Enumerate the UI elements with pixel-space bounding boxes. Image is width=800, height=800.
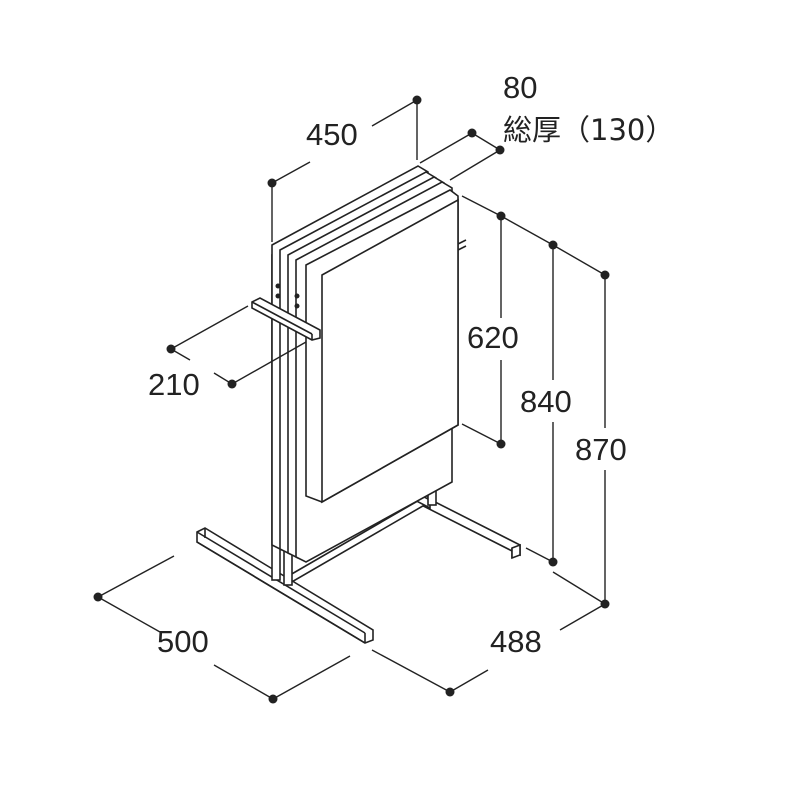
dim-840-ext-bottom [525,547,554,563]
dim-840-ext-top [500,215,554,246]
dim-870-ext-top [552,244,606,276]
dimension-labels: 450 80 総厚（130） 620 840 870 210 500 488 [148,70,674,659]
board-stack [271,165,467,563]
label-arm-depth: 210 [148,367,200,402]
dim-500-ext-right [272,655,351,700]
dim-450-line-left [271,161,311,184]
bolt-icon [294,293,300,299]
dim-500-dot-left [93,592,103,602]
dim-840-dot-bottom [548,557,558,567]
dim-870-ext-bottom [552,571,606,605]
dim-80-tick [471,132,501,151]
dim-210-dot-front [227,379,237,389]
label-base-depth: 488 [490,624,542,659]
dim-450-line-right [371,99,418,127]
board-face-front [321,198,459,504]
dimension-lines [93,95,610,704]
label-base-width: 500 [157,624,209,659]
dim-130-dot [495,145,505,155]
dim-210-dot-back [166,344,176,354]
dim-620-dot-bottom [496,439,506,449]
dim-620-ext-bottom [461,423,502,445]
rear-rail-stub [457,239,467,245]
label-total-thickness: 総厚（130） [503,113,674,147]
rear-rail-stub-2 [457,245,467,251]
label-height-front: 840 [520,384,572,419]
arm-top-edge [251,301,313,335]
label-thickness: 80 [503,70,537,105]
label-height-back: 870 [575,432,627,467]
arm-bracket [251,283,321,341]
bolt-icon [275,283,281,289]
bolt-icon [294,303,300,309]
dim-210-ext-back [170,305,249,350]
label-board-width: 450 [306,117,358,152]
dim-620-ext-top [461,195,502,217]
dim-488-line-left [449,669,489,693]
front-foot-lower-edge [196,541,366,644]
dim-130-line [449,149,501,181]
dim-450-dot-left [267,178,277,188]
dim-450-dot-right [412,95,422,105]
dim-488-dot-front [445,687,455,697]
label-board-height: 620 [467,320,519,355]
dim-488-ext-front [371,649,451,693]
dim-210-ext-front [231,341,307,385]
dim-488-line-right [559,603,606,631]
dim-80-dot [467,128,477,138]
dim-500-line-left [97,596,161,633]
front-foot-top-edge [196,531,366,634]
dim-500-ext-left [97,555,175,598]
dim-80-line [419,132,473,164]
bolt-icon [275,293,281,299]
back-foot-end [511,543,521,560]
dim-870-dot-top [600,270,610,280]
dim-500-dot-right [268,694,278,704]
dim-500-line-right [213,664,274,700]
